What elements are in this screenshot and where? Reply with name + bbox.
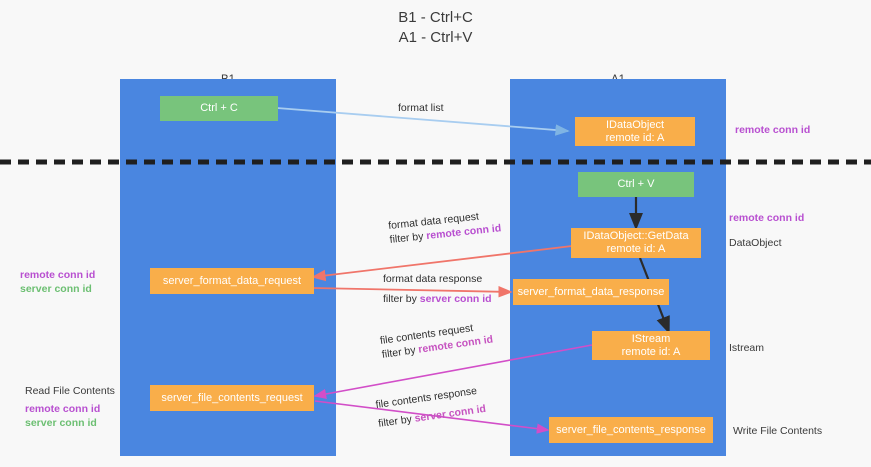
annotation-write-file-contents: Write File Contents: [733, 424, 822, 438]
annotation-dataobject: DataObject: [729, 236, 782, 250]
annotation-remote-conn-id-top: remote conn id: [735, 123, 810, 137]
node-idataobject-line2: remote id: A: [605, 131, 665, 144]
fmt-resp-line2: filter by server conn id: [383, 292, 492, 306]
annotation-dataobject-text: DataObject: [729, 237, 782, 249]
node-getdata[interactable]: IDataObject::GetData remote id: A: [571, 228, 701, 258]
node-idataobject-line1: IDataObject: [605, 118, 665, 131]
fmt-req-prefix: filter by: [389, 230, 427, 246]
annotation-read-file-contents-text: Read File Contents: [25, 385, 115, 397]
annotation-left-low-server: server conn id: [25, 417, 97, 429]
edge-label-file-contents-response: file contents response filter by server …: [375, 383, 487, 431]
node-getdata-line1: IDataObject::GetData: [583, 230, 689, 242]
edge-label-format-list: format list: [398, 101, 444, 115]
node-server-format-data-request[interactable]: server_format_data_request: [150, 268, 314, 294]
node-ctrl-c-label: Ctrl + C: [200, 102, 238, 114]
annotation-istream-text: Istream: [729, 342, 765, 354]
annotation-write-file-contents-text: Write File Contents: [733, 425, 823, 437]
edge-label-format-data-request: format data request filter by remote con…: [388, 207, 502, 247]
edge-label-format-data-response: format data response filter by server co…: [383, 272, 492, 306]
node-ctrl-v-label: Ctrl + V: [617, 178, 655, 190]
node-fmt-resp-label: server_format_data_response: [517, 285, 665, 298]
annotation-istream: Istream: [729, 341, 764, 355]
node-getdata-line2: remote id: A: [606, 243, 666, 255]
title-line-1: B1 - Ctrl+C: [398, 9, 473, 26]
diagram-title: B1 - Ctrl+C A1 - Ctrl+V: [0, 8, 871, 48]
edge-label-format-list-text: format list: [398, 102, 444, 114]
file-resp-key: server conn id: [413, 402, 487, 425]
fmt-resp-prefix: filter by: [383, 293, 420, 305]
file-req-prefix: filter by: [381, 343, 420, 361]
node-server-file-contents-response[interactable]: server_file_contents_response: [549, 417, 713, 443]
annotation-left-mid-server: server conn id: [20, 283, 92, 295]
node-server-file-contents-request[interactable]: server_file_contents_request: [150, 385, 314, 411]
node-file-req-label: server_file_contents_request: [161, 391, 303, 404]
annotation-remote-conn-id-top-text: remote conn id: [735, 124, 811, 136]
node-istream[interactable]: IStream remote id: A: [592, 331, 710, 360]
node-istream-line1: IStream: [631, 332, 671, 345]
node-istream-line2: remote id: A: [621, 345, 681, 358]
node-ctrl-v[interactable]: Ctrl + V: [578, 172, 694, 197]
annotation-remote-conn-id-mid: remote conn id: [729, 211, 804, 225]
annotation-left-low-remote: remote conn id: [25, 403, 101, 415]
node-file-resp-label: server_file_contents_response: [556, 423, 706, 436]
fmt-resp-line1: format data response: [383, 273, 483, 285]
node-ctrl-c[interactable]: Ctrl + C: [160, 96, 278, 121]
annotation-read-file-contents: Read File Contents: [25, 384, 115, 398]
file-resp-prefix: filter by: [377, 412, 416, 430]
fmt-resp-key: server conn id: [419, 293, 492, 305]
annotation-remote-conn-id-mid-text: remote conn id: [729, 212, 805, 224]
annotation-left-low-conn-ids: remote conn id server conn id: [25, 402, 100, 430]
annotation-left-mid-remote: remote conn id: [20, 269, 96, 281]
node-idataobject[interactable]: IDataObject remote id: A: [575, 117, 695, 146]
node-server-format-data-response[interactable]: server_format_data_response: [513, 279, 669, 305]
annotation-left-mid-conn-ids: remote conn id server conn id: [20, 268, 95, 296]
edge-label-file-contents-request: file contents request filter by remote c…: [379, 319, 494, 362]
node-fmt-req-label: server_format_data_request: [162, 274, 302, 287]
title-line-2: A1 - Ctrl+V: [398, 29, 473, 46]
